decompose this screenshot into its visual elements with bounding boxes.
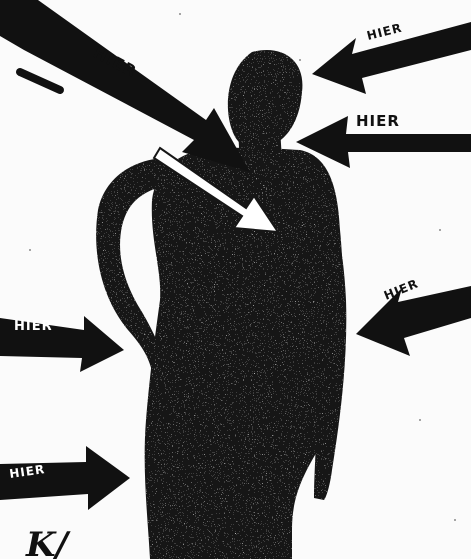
arrow-thigh-left: HIER xyxy=(0,446,130,510)
signature: K/ xyxy=(25,525,72,559)
arrow-neck-right: HIER xyxy=(296,112,471,168)
arrow-label: HIER xyxy=(14,319,53,334)
arrow-head-right: HIER xyxy=(312,21,471,94)
arrow-chest-diagonal: HIER xyxy=(0,0,250,172)
arrow-waist-right: HIER xyxy=(356,276,471,356)
arrow-label: HIER xyxy=(356,112,400,130)
arrow-hip-left: HIER xyxy=(0,316,124,372)
arrow-label: HIER xyxy=(365,21,403,43)
